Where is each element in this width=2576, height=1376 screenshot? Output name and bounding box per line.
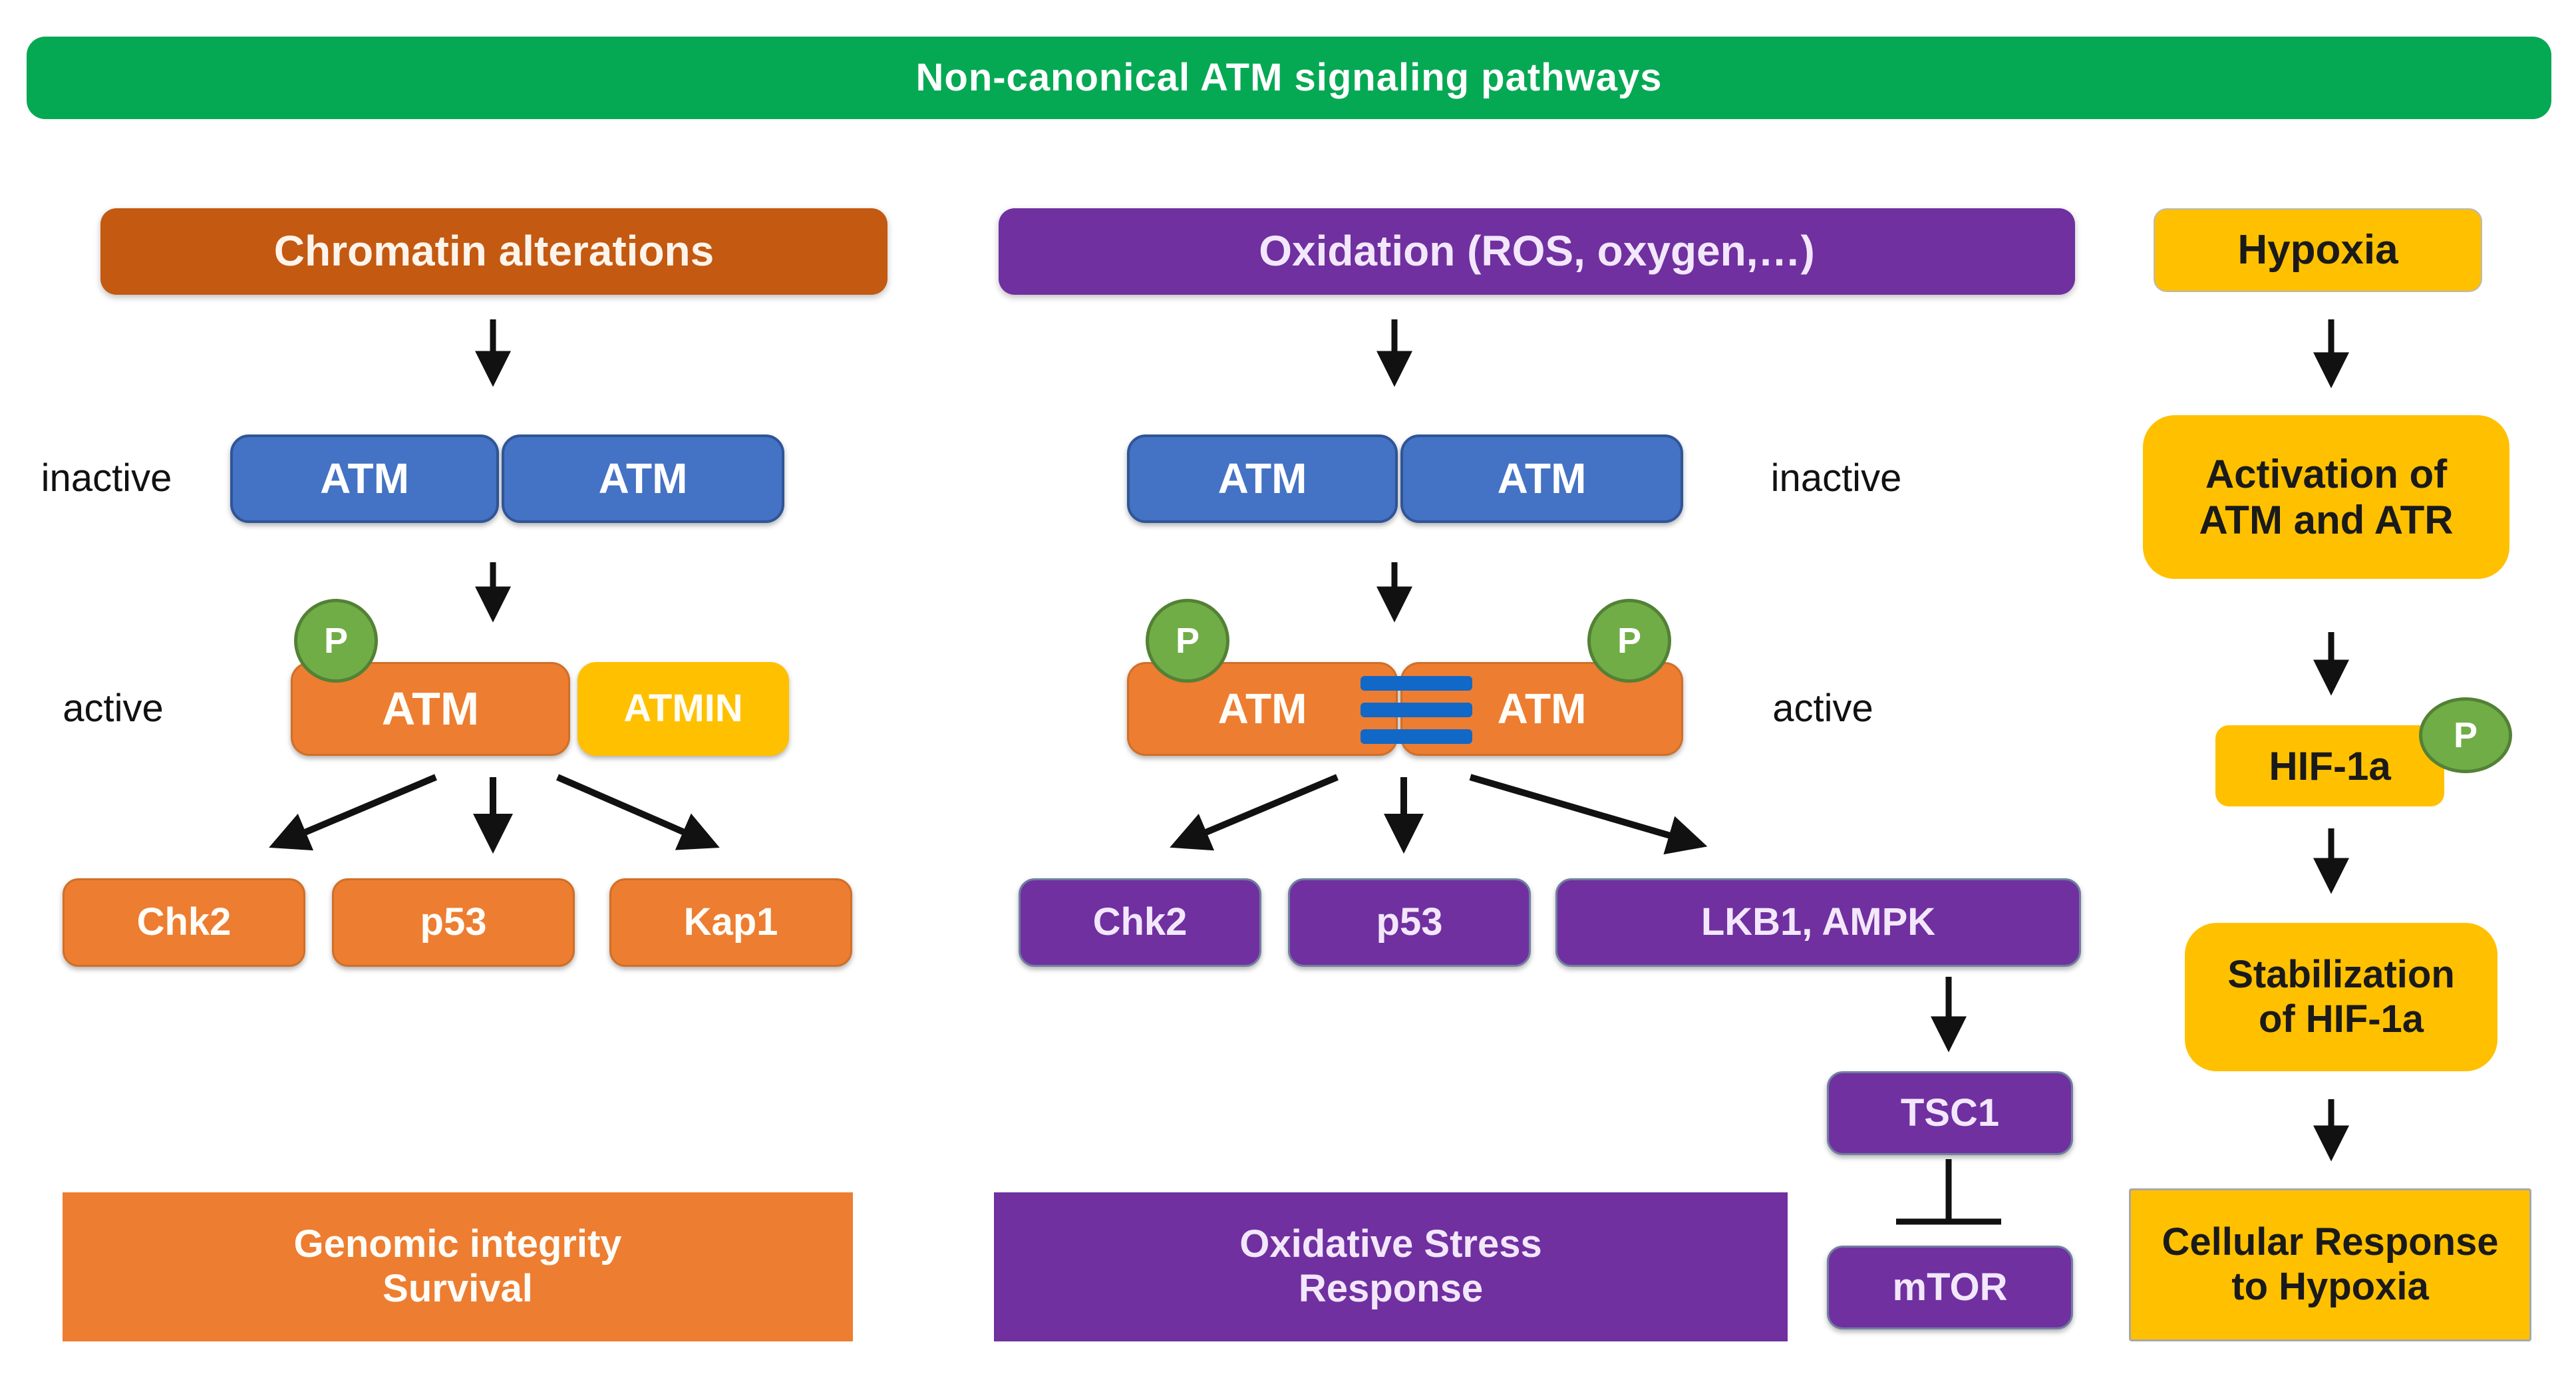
activation-atm-atr-box: Activation of ATM and ATR bbox=[2143, 415, 2509, 579]
hif1a-box: HIF-1a bbox=[2215, 725, 2444, 806]
disulfide-bond-icon bbox=[1361, 676, 1472, 691]
oxidative-stress-outcome-box: Oxidative Stress Response bbox=[994, 1192, 1788, 1341]
oxidation-header: Oxidation (ROS, oxygen,…) bbox=[999, 208, 2075, 295]
outcome-line: Response bbox=[1298, 1267, 1484, 1310]
phosphate-icon: P bbox=[1587, 599, 1671, 683]
inactive-label: inactive bbox=[1770, 456, 1902, 500]
chromatin-alterations-header: Chromatin alterations bbox=[100, 208, 887, 295]
inactive-label: inactive bbox=[41, 456, 172, 500]
p53-box: p53 bbox=[1288, 878, 1531, 967]
phosphate-icon: P bbox=[2419, 697, 2512, 773]
hypoxia-header: Hypoxia bbox=[2154, 208, 2482, 292]
activation-line: ATM and ATR bbox=[2199, 498, 2454, 542]
atm-inactive-box: ATM bbox=[1127, 434, 1398, 523]
outcome-line: Survival bbox=[383, 1267, 533, 1310]
arrow-down-icon bbox=[1170, 319, 1967, 1053]
mtor-box: mTOR bbox=[1827, 1246, 2073, 1329]
phosphate-icon: P bbox=[294, 599, 378, 683]
atm-inactive-box: ATM bbox=[1400, 434, 1683, 523]
tsc1-box: TSC1 bbox=[1827, 1071, 2073, 1155]
atmin-box: ATMIN bbox=[577, 662, 789, 756]
outcome-line: Oxidative Stress bbox=[1239, 1222, 1542, 1266]
atm-inactive-box: ATM bbox=[502, 434, 784, 523]
chk2-box: Chk2 bbox=[1019, 878, 1261, 967]
inhibition-tbar-icon bbox=[1896, 1159, 2001, 1225]
active-label: active bbox=[63, 687, 164, 731]
stabilization-line: Stabilization bbox=[2227, 952, 2455, 996]
active-label: active bbox=[1772, 687, 1873, 731]
p53-box: p53 bbox=[332, 878, 575, 967]
lkb1-ampk-box: LKB1, AMPK bbox=[1555, 878, 2081, 967]
disulfide-bond-icon bbox=[1361, 729, 1472, 744]
disulfide-bond-icon bbox=[1361, 703, 1472, 717]
activation-line: Activation of bbox=[2205, 452, 2448, 496]
cellular-response-outcome-box: Cellular Response to Hypoxia bbox=[2129, 1188, 2531, 1341]
chk2-box: Chk2 bbox=[63, 878, 305, 967]
genomic-integrity-outcome-box: Genomic integrity Survival bbox=[63, 1192, 853, 1341]
outcome-line: to Hypoxia bbox=[2231, 1265, 2429, 1308]
title-banner: Non-canonical ATM signaling pathways bbox=[27, 37, 2551, 119]
outcome-line: Genomic integrity bbox=[293, 1222, 622, 1266]
stabilization-line: of HIF-1a bbox=[2258, 997, 2424, 1041]
kap1-box: Kap1 bbox=[609, 878, 852, 967]
outcome-line: Cellular Response bbox=[2162, 1220, 2499, 1264]
arrow-down-icon bbox=[269, 319, 720, 854]
atm-inactive-box: ATM bbox=[230, 434, 499, 523]
phosphate-icon: P bbox=[1146, 599, 1229, 683]
stabilization-hif1a-box: Stabilization of HIF-1a bbox=[2185, 923, 2497, 1071]
